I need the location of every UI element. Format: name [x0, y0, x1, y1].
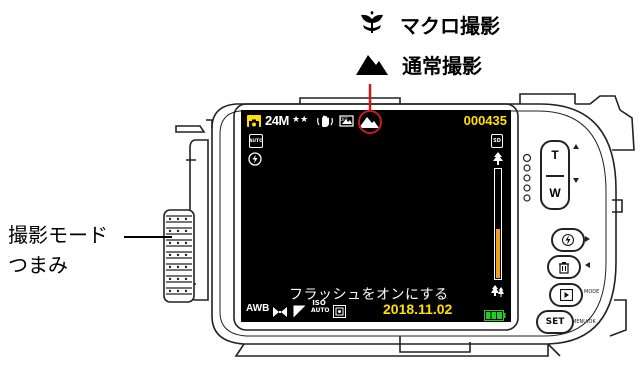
white-balance-label: AWB — [246, 303, 270, 314]
resolution-label: 24M — [265, 113, 289, 128]
playback-icon — [559, 289, 573, 301]
auto-mode-badge: AUTO — [249, 134, 263, 148]
macro-callout: マクロ撮影 — [358, 10, 500, 39]
date-stamp: 2018.11.02 — [383, 301, 453, 317]
zoom-rocker-divider — [546, 175, 564, 177]
macro-flower-icon — [358, 10, 386, 39]
battery-icon — [484, 306, 506, 325]
macro-callout-label: マクロ撮影 — [400, 14, 500, 38]
button-arrow-marks — [573, 144, 590, 268]
mode-dial-label: 撮影モード つまみ — [8, 222, 108, 278]
normal-callout: 通常撮影 — [356, 50, 482, 79]
menu-ok-label: MENU/OK — [572, 319, 596, 325]
lcd-screen: 24M ★★ OFF 000435 AUTO SD フラッシュをオンにする AW… — [241, 110, 511, 322]
zoom-level-fill — [496, 229, 500, 278]
flash-off-icon: OFF — [339, 113, 355, 132]
iso-label: ISO — [312, 299, 326, 307]
flash-auto-icon — [248, 151, 262, 170]
zoom-tele-tree-icon — [493, 151, 503, 170]
delete-button[interactable] — [547, 255, 581, 279]
normal-callout-label: 通常撮影 — [402, 54, 482, 78]
zoom-wide-trees-icon — [491, 283, 505, 302]
trash-icon — [559, 261, 569, 274]
exposure-comp-icon — [293, 303, 306, 322]
status-lamps — [522, 153, 532, 202]
stabilizer-hand-icon — [316, 113, 334, 132]
mode-label: MODE — [584, 289, 600, 295]
playback-button[interactable] — [549, 283, 583, 307]
mode-dial-drawing — [163, 209, 195, 303]
bowtie-icon — [272, 303, 288, 322]
set-button[interactable]: SET — [536, 310, 574, 334]
quality-stars: ★★ — [292, 115, 309, 125]
sd-card-badge: SD — [491, 134, 503, 148]
mode-dial-label-line1: 撮影モード — [8, 223, 108, 247]
scene-mountain-icon — [358, 114, 380, 133]
flash-bolt-icon — [562, 234, 574, 246]
shot-counter: 000435 — [463, 113, 507, 128]
zoom-tele-button[interactable]: T — [551, 148, 559, 162]
flash-button[interactable] — [551, 228, 585, 252]
zoom-wide-button[interactable]: W — [549, 186, 561, 200]
zoom-level-bar — [494, 168, 502, 280]
iso-auto-badge: ISO AUTO — [311, 299, 330, 315]
camera-mode-icon — [247, 115, 261, 128]
mountain-icon — [356, 51, 388, 79]
metering-icon — [333, 303, 346, 322]
flash-message: フラッシュをオンにする — [289, 287, 449, 303]
mode-dial-label-line2: つまみ — [8, 253, 68, 277]
svg-text:OFF: OFF — [340, 117, 348, 122]
iso-value: AUTO — [311, 307, 330, 314]
zoom-rocker[interactable]: T W — [540, 140, 570, 210]
